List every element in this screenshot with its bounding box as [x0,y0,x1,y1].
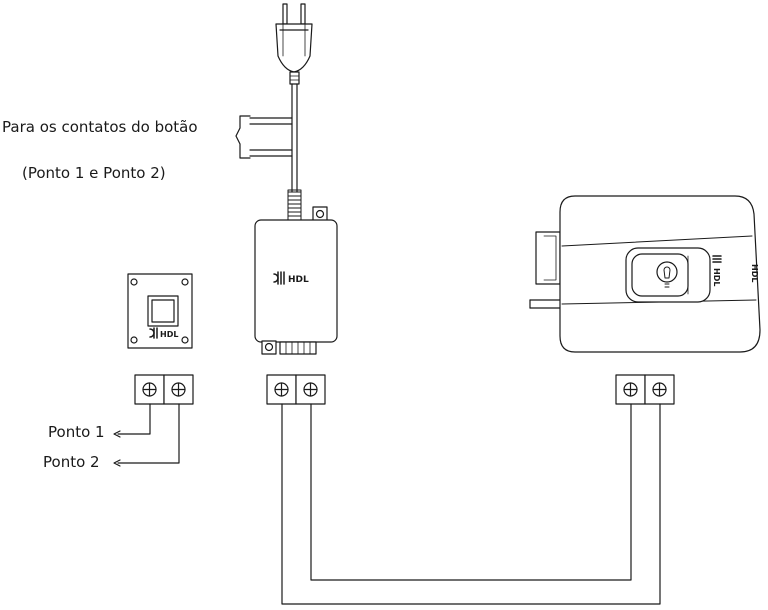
power-supply-unit [254,206,338,355]
power-cable [235,83,302,223]
lock-logo-icon [712,255,722,263]
button-points-label: (Ponto 1 e Ponto 2) [22,164,166,182]
ponto-2-label: Ponto 2 [43,453,100,471]
electric-lock [529,195,761,353]
ponto-1-label: Ponto 1 [48,423,105,441]
terminal-block-button [134,374,194,405]
psu-logo-text: HDL [288,275,309,285]
hdl-logo-icon [273,271,285,285]
terminal-block-lock [615,374,675,405]
button-logo-text: HDL [160,330,178,339]
button-logo-icon [149,327,158,339]
lock-logo-text: HDL [712,268,721,286]
power-plug [275,3,313,85]
wires [113,403,661,605]
terminal-block-psu [266,374,326,405]
lock-side-logo-text: HDL [750,264,759,282]
button-contacts-label: Para os contatos do botão [2,118,198,136]
push-button-plate [127,273,193,349]
key-cylinder-icon [656,261,678,288]
